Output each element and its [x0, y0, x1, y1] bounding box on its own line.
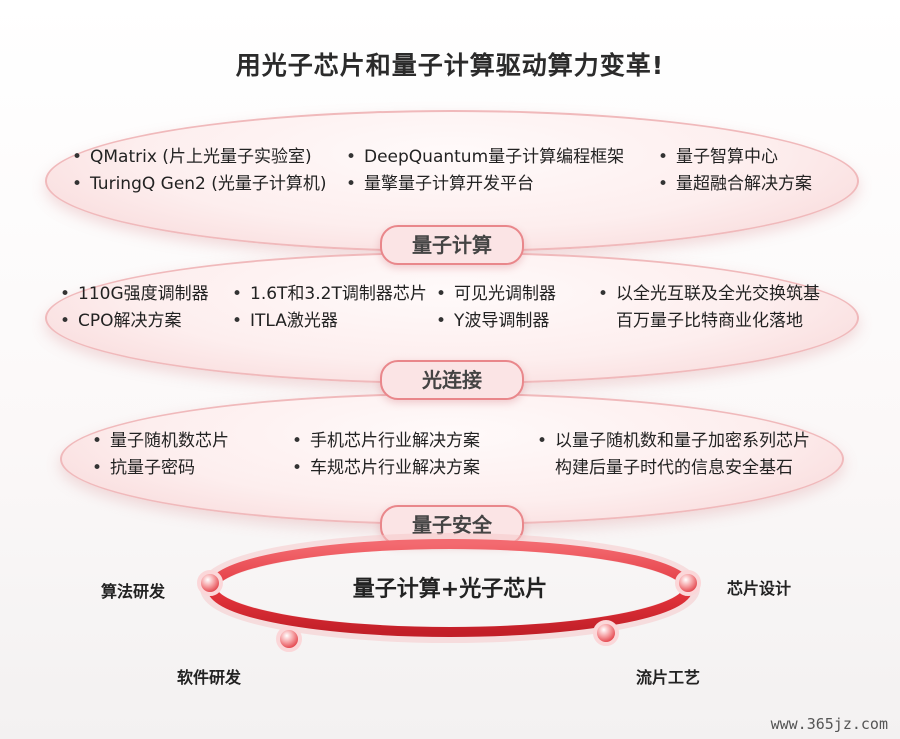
page-title: 用光子芯片和量子计算驱动算力变革!: [235, 51, 665, 80]
list-item: •ITLA激光器: [232, 311, 338, 331]
list-item: •车规芯片行业解决方案: [292, 458, 480, 478]
list-item: •110G强度调制器: [60, 284, 209, 304]
quantum-security-layer: [60, 393, 844, 525]
list-item: •QMatrix (片上光量子实验室): [72, 147, 312, 167]
photonic-connection-label: 光连接: [380, 360, 524, 400]
list-item: •以量子随机数和量子加密系列芯片: [537, 431, 810, 451]
node-algorithm: [197, 570, 223, 596]
list-item: •TuringQ Gen2 (光量子计算机): [72, 174, 327, 194]
list-item: •抗量子密码: [92, 458, 195, 478]
list-item: 百万量子比特商业化落地: [616, 311, 803, 331]
watermark-text: www.365jz.com: [770, 715, 888, 733]
quantum-computing-label: 量子计算: [380, 225, 524, 265]
list-item: •DeepQuantum量子计算编程框架: [346, 147, 625, 167]
list-item: •CPO解决方案: [60, 311, 182, 331]
core-center-text: 量子计算+光子芯片: [352, 577, 548, 602]
list-item: •可见光调制器: [436, 284, 556, 304]
stage-chip-design-label: 芯片设计: [727, 579, 792, 598]
list-item: •量子智算中心: [658, 147, 778, 167]
list-item: 构建后量子时代的信息安全基石: [555, 458, 793, 478]
node-software: [276, 626, 302, 652]
list-item: •量擎量子计算开发平台: [346, 174, 534, 194]
stage-software-label: 软件研发: [177, 668, 242, 687]
list-item: •手机芯片行业解决方案: [292, 431, 480, 451]
node-chip-design: [675, 570, 701, 596]
list-item: •量超融合解决方案: [658, 174, 812, 194]
list-item: •1.6T和3.2T调制器芯片: [232, 284, 427, 304]
node-fab-process: [593, 620, 619, 646]
list-item: •Y波导调制器: [436, 311, 550, 331]
list-item: •以全光互联及全光交换筑基: [598, 284, 820, 304]
stage-algorithm-label: 算法研发: [101, 582, 166, 601]
list-item: •量子随机数芯片: [92, 431, 229, 451]
stage-fab-process-label: 流片工艺: [636, 668, 701, 687]
